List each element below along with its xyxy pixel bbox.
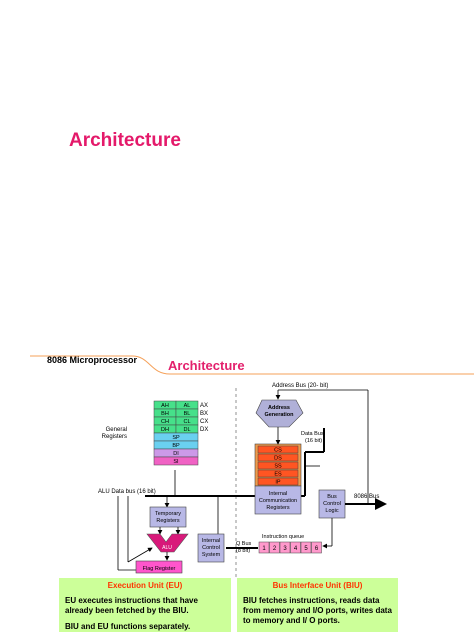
bus-control-label-3: Logic bbox=[325, 508, 338, 514]
segment-register-label: DS bbox=[274, 456, 282, 462]
register-hi-label: DH bbox=[161, 427, 169, 433]
flag-register bbox=[135, 560, 183, 574]
bus-interface-unit-box: Bus Interface Unit (BIU) BIU fetches ins… bbox=[237, 578, 398, 632]
general-registers-label-2: Registers bbox=[102, 434, 127, 440]
register-hi-label: BH bbox=[161, 411, 169, 417]
register-hi-label: CH bbox=[161, 419, 169, 425]
queue-slot-label: 3 bbox=[283, 546, 287, 552]
segment-register-label: SS bbox=[274, 464, 282, 470]
data-bus-label-1: Data Bus bbox=[301, 431, 324, 437]
internal-control-system bbox=[197, 533, 225, 563]
register-lo-label: DL bbox=[183, 427, 190, 433]
general-registers-label-1: General bbox=[106, 427, 127, 433]
register-lo-label: BL bbox=[184, 411, 191, 417]
pointer-register-label: SI bbox=[173, 459, 179, 465]
q-bus-label-1: Q Bus bbox=[236, 541, 252, 547]
execution-unit-box: Execution Unit (EU) EU executes instruct… bbox=[59, 578, 231, 632]
temp-regs-label-2: Registers bbox=[156, 518, 179, 524]
temp-regs-label-1: Temporary bbox=[155, 511, 181, 517]
queue-slot bbox=[279, 541, 291, 554]
comm-regs-label-3: Registers bbox=[266, 505, 289, 511]
queue-slot-label: 6 bbox=[315, 546, 319, 552]
queue-slot-label: 2 bbox=[273, 546, 277, 552]
register-name: DX bbox=[200, 427, 208, 433]
segment-register bbox=[257, 477, 299, 486]
biu-text: BIU fetches instructions, reads data fro… bbox=[243, 596, 392, 625]
instr-queue-label: Instruction queue bbox=[262, 534, 304, 540]
bus-control-label-1: Bus bbox=[327, 494, 337, 500]
segment-register bbox=[257, 461, 299, 470]
queue-slot-label: 5 bbox=[304, 546, 308, 552]
header-curve bbox=[30, 355, 474, 375]
segment-registers: CS DS SS ES IP bbox=[257, 445, 299, 486]
register-lo-label: AL bbox=[184, 403, 191, 409]
queue-slot bbox=[290, 541, 301, 554]
address-generation bbox=[255, 399, 304, 428]
segment-register bbox=[257, 469, 299, 478]
architecture-heading: Architecture bbox=[168, 358, 245, 373]
control-label-2: Control bbox=[202, 545, 220, 551]
pointer-registers: SP BP DI SI bbox=[153, 432, 199, 466]
register-name: AX bbox=[200, 403, 208, 409]
slide-title: Architecture bbox=[69, 130, 181, 151]
segment-register-label: ES bbox=[274, 472, 282, 478]
alu-bus-label: ALU Data bus (16 bit) bbox=[98, 489, 156, 495]
queue-slot bbox=[269, 541, 280, 554]
segment-register bbox=[257, 445, 299, 454]
address-gen-label-1: Address bbox=[268, 405, 290, 411]
eu-text: EU executes instructions that have alrea… bbox=[65, 596, 198, 615]
segment-register bbox=[257, 453, 299, 462]
biu-title: Bus Interface Unit (BIU) bbox=[272, 581, 363, 590]
queue-slot bbox=[300, 541, 312, 554]
eu-title: Execution Unit (EU) bbox=[107, 581, 183, 590]
pointer-register-label: DI bbox=[173, 451, 179, 457]
segment-register-label: CS bbox=[274, 448, 282, 454]
general-registers: AH AL AX BH BL BX CH CL CX DH DL DX bbox=[153, 400, 208, 434]
queue-slot bbox=[258, 541, 270, 554]
internal-communication-registers bbox=[254, 485, 302, 515]
temporary-registers bbox=[149, 506, 187, 528]
register-name: BX bbox=[200, 411, 208, 417]
architecture-diagram: AH AL AX BH BL BX CH CL CX DH DL DX General Registe… bbox=[98, 383, 387, 578]
eu-text-2: BIU and EU functions separately. bbox=[65, 622, 191, 631]
bus-control-logic bbox=[318, 489, 346, 519]
control-label-1: Internal bbox=[202, 538, 220, 544]
q-bus-label-2: (8 bit) bbox=[236, 548, 250, 554]
alu-label: ALU bbox=[162, 545, 172, 551]
bus-control-label-2: Control bbox=[323, 501, 341, 507]
queue-slot bbox=[311, 541, 322, 554]
address-gen-label-2: Generation bbox=[264, 412, 294, 418]
comm-regs-label-2: Communication bbox=[259, 498, 297, 504]
alu-unit bbox=[146, 533, 189, 553]
queue-slot-label: 1 bbox=[262, 546, 266, 552]
segment-register-label: IP bbox=[275, 480, 281, 486]
register-lo-label: CL bbox=[183, 419, 190, 425]
register-name: CX bbox=[200, 419, 208, 425]
data-bus-label-2: (16 bit) bbox=[305, 438, 322, 444]
comm-regs-label-1: Internal bbox=[269, 491, 287, 497]
pointer-register-label: BP bbox=[172, 443, 180, 449]
pointer-register-label: SP bbox=[172, 435, 180, 441]
register-hi-label: AH bbox=[161, 403, 169, 409]
flag-register-label: Flag Register bbox=[143, 566, 176, 572]
pointer-register bbox=[153, 456, 199, 466]
bus-8086-label: 8086 Bus bbox=[354, 494, 379, 500]
queue-slot-label: 4 bbox=[294, 546, 298, 552]
control-label-3: System bbox=[202, 552, 221, 558]
deck-label: 8086 Microprocessor bbox=[47, 355, 138, 365]
address-bus-label: Address Bus (20- bit) bbox=[272, 383, 328, 389]
